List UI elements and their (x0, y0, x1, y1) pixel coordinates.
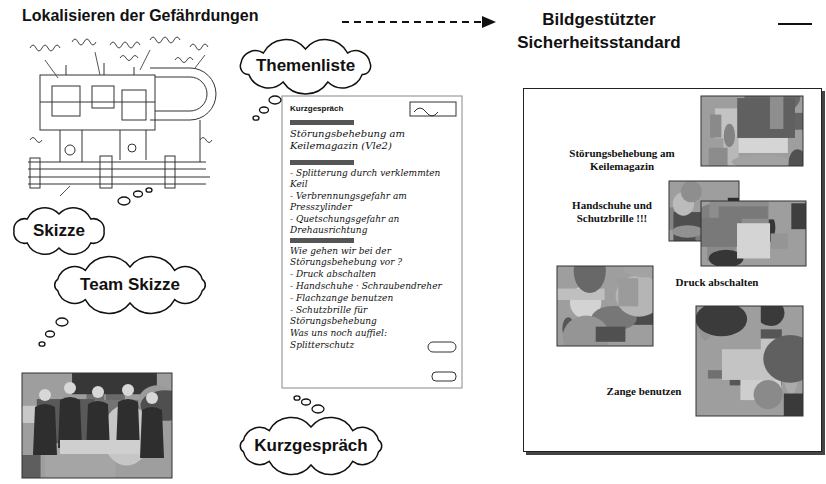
machine-sketch (28, 37, 216, 196)
form-section-bar (290, 160, 354, 165)
work-photo (701, 201, 806, 266)
panel-heading: Bildgestützter Sicherheitsstandard (499, 9, 699, 55)
thought-bubble (269, 96, 281, 104)
handwritten-note: Splitterschutz (290, 340, 456, 351)
work-photo (701, 96, 803, 166)
cloud-shape (240, 40, 370, 94)
form-section-bar (290, 120, 354, 125)
handwritten-note: - Verbrennungsgefahr am Presszylinder (290, 191, 456, 213)
thought-bubble (134, 191, 143, 197)
photo-caption: Handschuhe und Schutzbrille !!! (560, 199, 664, 225)
cloud-shape (14, 208, 104, 255)
handwritten-note: Was uns noch auffiel: (290, 328, 456, 339)
handwritten-note: - Flachzange benutzen (290, 293, 456, 304)
cloud-shape (240, 418, 381, 475)
thought-bubble (56, 318, 68, 326)
photo-caption: Störungsbehebung am Keilemagazin (568, 147, 676, 173)
thought-cloud: Themenliste (231, 40, 380, 92)
handwritten-note: - Quetschungsgefahr an Drehausrichtung (290, 214, 456, 236)
photo-frame (557, 266, 653, 346)
form-field (428, 342, 456, 352)
thought-bubble (118, 197, 130, 205)
thought-bubble (146, 188, 152, 192)
section-heading: Lokalisieren der Gefährdungen (22, 6, 332, 25)
work-photo (696, 306, 803, 416)
thought-bubble (302, 399, 311, 405)
handwritten-note: Wie gehen wir bei der Störungsbehebung v… (290, 246, 456, 268)
work-photo (557, 266, 653, 346)
cloud-body: Team Skizze (45, 258, 215, 312)
team-photo (22, 373, 172, 478)
cloud-body: Kurzgespräch (231, 418, 391, 474)
form-page (282, 96, 462, 388)
form-heading: Kurzgespräch (290, 104, 390, 114)
thought-bubble (39, 342, 45, 346)
dashed-arrow (342, 21, 484, 23)
cloud-label: Skizze (33, 221, 85, 241)
cloud-label: Themenliste (256, 56, 355, 76)
handwritten-note: - Splitterung durch verklemmten Keil (290, 168, 456, 190)
photo-frame (696, 306, 803, 416)
thought-bubble (260, 107, 269, 113)
continuation-line (778, 23, 812, 25)
thought-cloud: Team Skizze (45, 258, 215, 312)
photo-frame (701, 96, 803, 166)
form-logo-box (410, 102, 456, 116)
thought-cloud: Skizze (5, 205, 113, 257)
photo-caption: Druck abschalten (662, 276, 772, 289)
cloud-shape (55, 257, 206, 314)
handwritten-note: - Handschuhe · Schraubendreher (290, 281, 456, 292)
handwritten-note: Störungsbehebung am Keilemagazin (Vle2) (290, 128, 456, 152)
cloud-body: Skizze (5, 205, 113, 257)
form-section-bar (290, 238, 354, 243)
cloud-label: Kurzgespräch (254, 436, 367, 456)
arrow-head (482, 16, 496, 28)
photo-layer (524, 89, 823, 453)
form-field (432, 372, 456, 381)
thought-cloud: Kurzgespräch (231, 418, 391, 474)
photo-caption: Zange benutzen (598, 385, 690, 398)
handwritten-note: - Schutzbrille für Störungsbehebung (290, 305, 456, 327)
cloud-label: Team Skizze (80, 275, 180, 295)
thought-bubble (46, 331, 55, 337)
thought-bubble (253, 116, 259, 120)
photo-frame (701, 201, 806, 266)
thought-bubble (312, 405, 324, 413)
cloud-body: Themenliste (231, 40, 380, 92)
thought-bubble (294, 396, 300, 400)
photo-frame (22, 373, 172, 478)
handwritten-note: - Druck abschalten (290, 269, 456, 280)
form-logo (414, 108, 438, 116)
standard-panel: Bildgestützter SicherheitsstandardStörun… (523, 88, 822, 452)
